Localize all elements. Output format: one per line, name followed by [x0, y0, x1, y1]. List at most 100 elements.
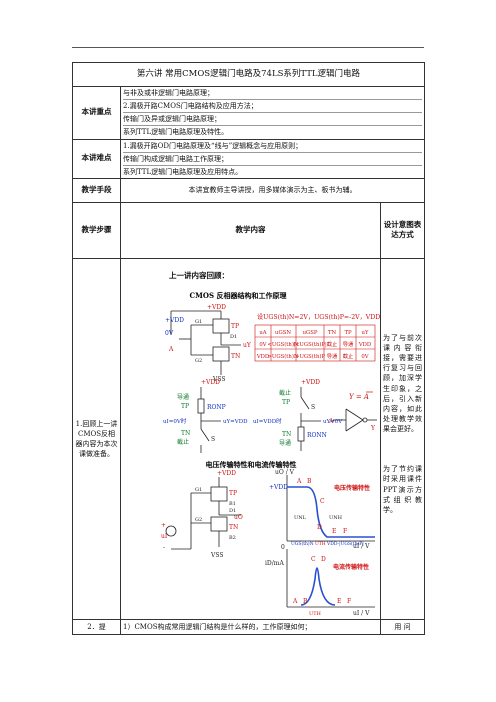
sw1-tp: TP — [181, 403, 189, 410]
inv-a: A — [168, 346, 174, 353]
inv2-plus: + — [161, 522, 166, 529]
inv-g1: G1 — [195, 319, 202, 325]
logic-y: Y — [370, 425, 376, 432]
logic-a: A — [328, 418, 334, 425]
sw1-vdd: +VDD — [201, 379, 220, 386]
inv-vdd-left: +VDD — [165, 317, 184, 324]
vtc-pt-e: E — [332, 528, 336, 535]
lesson-title: 第六讲 常用CMOS逻辑门电路及74LS系列TTL逻辑门电路 — [72, 62, 425, 87]
tbl-r1c0: 0V — [259, 342, 266, 348]
ctc-axes — [286, 548, 375, 608]
tbl-r0c5: uY — [362, 330, 369, 336]
step1-design-para1: 为了与前次课内容衔接，需要进行复习与回顾，加深学生印象，之后，引入新内容，如此处… — [383, 333, 422, 434]
inv2-g1: G1 — [195, 487, 202, 493]
inv2-g2: G2 — [195, 517, 202, 523]
sw2-tp: TP — [282, 399, 290, 406]
ctc-id-axis: iD/mA — [265, 560, 284, 567]
sw2-ronn: RONN — [307, 432, 327, 439]
inv-vdd: +VDD — [207, 304, 226, 311]
steps-header: 教学步骤 — [72, 201, 121, 259]
tbl-r1c1: <UGS(th)N — [267, 341, 298, 348]
sw2-conduct: 导通 — [279, 439, 291, 447]
tbl-r0c3: TN — [328, 330, 337, 336]
tbl-r0c1: uGSN — [275, 330, 291, 336]
ctc-pt-c: C — [311, 556, 316, 563]
state-table: uA uGSN uGSP TN TP uY 0V <UGS(th)N |<UGS… — [254, 324, 376, 362]
sw2-uivdd: uI=VDD时 — [253, 417, 282, 425]
inv-g2: G2 — [195, 358, 202, 364]
sw1-ui0: uI=0V时 — [163, 417, 187, 425]
vtc-pt-b: B — [307, 478, 312, 485]
vtc-unh: UNH — [329, 515, 343, 521]
vtc-ugsp: VDD-|UGS(th)P| — [326, 540, 364, 547]
vtc-uth: UTH — [315, 541, 326, 547]
vtc-unl: UNL — [294, 515, 307, 521]
vtc-curve — [287, 486, 375, 538]
tbl-r2c2: >UGS(th)P — [295, 353, 325, 360]
ctc-uth: UTH — [309, 611, 322, 617]
sw1-ronp: RONP — [207, 404, 226, 411]
content-header: 教学内容 — [120, 201, 381, 259]
sw2-cutoff: 截止 — [279, 389, 291, 397]
vtc-uo-axis: uO / V — [275, 469, 295, 476]
inv-tp: TP — [231, 323, 239, 330]
key-point-3: 传输门及异或逻辑门电路原理； — [123, 113, 422, 127]
inv2-minus: - — [163, 544, 165, 551]
ctc-pt-a: A — [292, 598, 298, 605]
sw2-uy0: uY=0V — [323, 419, 343, 425]
logic-expr: Y = A — [349, 393, 369, 401]
sw2-tn: TN — [282, 431, 291, 438]
vtc-vdd: +VDD — [269, 484, 288, 491]
step1-design-para2: 为了节约课时采用课件PPT演示方式组织教学。 — [383, 465, 422, 514]
inv-uy: uY — [243, 342, 252, 349]
key-point-2: 2.漏极开路CMOS门电路结构及应用方法； — [123, 100, 422, 114]
inverter-circuit — [170, 310, 241, 375]
ctc-pt-e: E — [337, 598, 341, 605]
step2-label: 2．提 — [72, 618, 121, 635]
inv2-d1: D1 — [229, 508, 236, 514]
tbl-r2c4: 截止 — [343, 352, 354, 360]
step2-design: 用 问 — [380, 618, 425, 635]
ctc-curve — [300, 567, 336, 606]
sw1-conduct: 导通 — [177, 393, 189, 401]
tbl-r0c4: TP — [344, 330, 352, 336]
lesson-plan-table: 第六讲 常用CMOS逻辑门电路及74LS系列TTL逻辑门电路 本讲重点 与非及或… — [72, 62, 425, 635]
sw2-s: S — [311, 404, 315, 411]
inv2-tn: TN — [229, 524, 238, 531]
step1-label: 1.回顾上一讲CMOS反相器内容为本次课做准备。 — [72, 257, 121, 620]
inv-tn: TN — [231, 353, 240, 360]
sw1-uy-vdd: uY=VDD — [223, 419, 248, 425]
inv2-tp: TP — [229, 490, 237, 497]
key-point-1: 与非及或非逻辑门电路原理； — [123, 87, 422, 101]
step1-content: 上一讲内容回顾： CMOS 反相器结构和工作原理 — [120, 257, 381, 620]
vtc-pt-d: D — [317, 524, 322, 531]
sw1-s: S — [211, 436, 215, 443]
inv2-vss: VSS — [210, 552, 223, 559]
ctc-pt-d: D — [321, 556, 326, 563]
inv-vss: VSS — [212, 376, 225, 383]
difficulty-3: 系列TTL逻辑门电路原理及应用特点。 — [123, 167, 243, 176]
inv-zero: 0V — [165, 330, 174, 337]
difficulty-2: 传输门构成逻辑门电路工作原理； — [123, 153, 422, 166]
tbl-r1c2: |<UGS(th)P| — [293, 341, 327, 348]
tbl-r2c1: >UGS(th)N — [267, 353, 298, 360]
vtc-ui-axis: uI / V — [353, 543, 370, 550]
inv2-vdd: +VDD — [217, 470, 236, 477]
sw2-vdd: +VDD — [301, 379, 320, 386]
ctc-label: 电流传输特性 — [333, 563, 369, 571]
method-text: 本讲宜教师主导讲授，用多媒体演示为主、板书为辅。 — [120, 177, 425, 203]
tbl-r2c5: 0V — [361, 354, 368, 360]
tbl-r1c4: 导通 — [343, 340, 354, 348]
vtc-pt-c: C — [320, 498, 325, 505]
tbl-r1c3: 截止 — [327, 340, 338, 348]
sw1-cutoff: 截止 — [177, 438, 189, 446]
method-label: 教学手段 — [72, 177, 121, 203]
ctc-pt-f: F — [347, 598, 351, 605]
ctc-ui-axis: uI / V — [353, 610, 370, 617]
sw1-tn: TN — [181, 430, 190, 437]
tbl-r2c0: VDD — [256, 354, 269, 360]
vtc-pt-a: A — [296, 478, 302, 485]
figure-title1: CMOS 反相器结构和工作原理 — [190, 291, 287, 300]
tbl-r0c0: uA — [259, 330, 266, 336]
ctc-pt-b: B — [303, 598, 308, 605]
